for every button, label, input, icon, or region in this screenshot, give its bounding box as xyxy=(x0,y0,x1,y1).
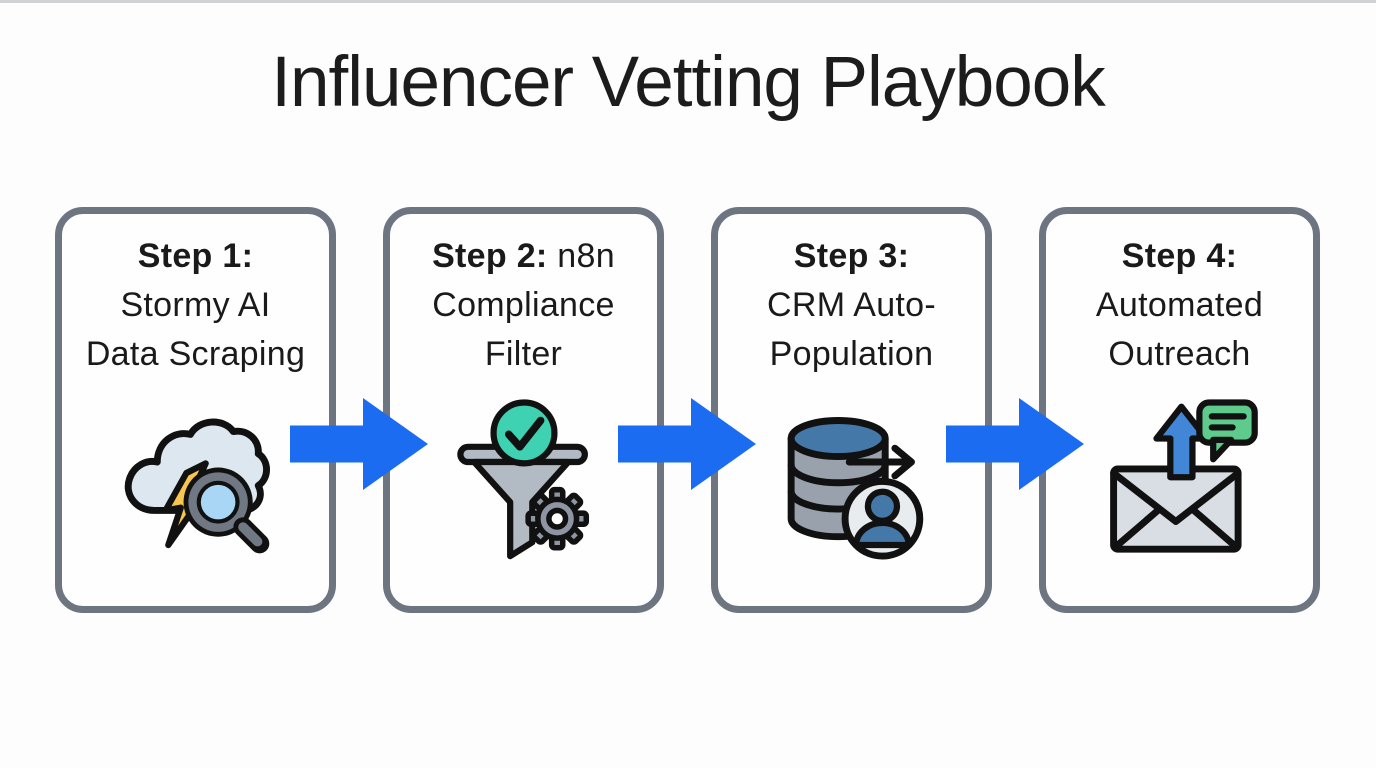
step-1-text: Step 1: Stormy AI Data Scraping xyxy=(86,232,305,379)
funnel-check-gear-icon xyxy=(456,399,589,560)
flow-arrow-2-icon xyxy=(618,398,756,490)
step-1-icon-wrap xyxy=(112,395,280,565)
step-3-text: Step 3: CRM Auto- Population xyxy=(767,232,936,379)
step-1-card: Step 1: Stormy AI Data Scraping xyxy=(55,207,336,613)
cloud-lightning-magnifier-icon xyxy=(124,418,270,554)
step-3-icon-wrap xyxy=(768,395,936,565)
step-4-text: Step 4: Automated Outreach xyxy=(1096,232,1263,379)
step-2-line-1: Compliance xyxy=(432,286,615,324)
step-3-line-1: CRM Auto- xyxy=(767,286,936,324)
step-1-line-1: Stormy AI xyxy=(120,286,271,324)
step-2-line-2: Filter xyxy=(484,335,563,373)
database-user-export-icon xyxy=(787,417,923,560)
step-4-heading: Step 4: xyxy=(1121,237,1238,275)
step-3-heading: Step 3: xyxy=(793,237,910,275)
step-3-card: Step 3: CRM Auto- Population xyxy=(711,207,992,613)
step-4-card: Step 4: Automated Outreach xyxy=(1039,207,1320,613)
email-send-message-icon xyxy=(1109,399,1258,553)
step-4-icon-wrap xyxy=(1096,395,1264,565)
flow-arrow-3-icon xyxy=(946,398,1084,490)
step-3-line-2: Population xyxy=(769,335,934,373)
step-2-text: Step 2: n8n Compliance Filter xyxy=(432,232,615,379)
step-4-line-1: Automated xyxy=(1095,286,1264,324)
step-2-card: Step 2: n8n Compliance Filter xyxy=(383,207,664,613)
top-edge-line xyxy=(0,0,1376,3)
step-1-heading: Step 1: xyxy=(137,237,254,275)
step-2-icon-wrap xyxy=(440,395,608,565)
step-2-heading: Step 2: n8n xyxy=(432,237,615,275)
step-4-line-2: Outreach xyxy=(1108,335,1251,373)
step-1-line-2: Data Scraping xyxy=(85,335,306,373)
page-title: Influencer Vetting Playbook xyxy=(271,43,1105,122)
flow-arrow-1-icon xyxy=(290,398,428,490)
